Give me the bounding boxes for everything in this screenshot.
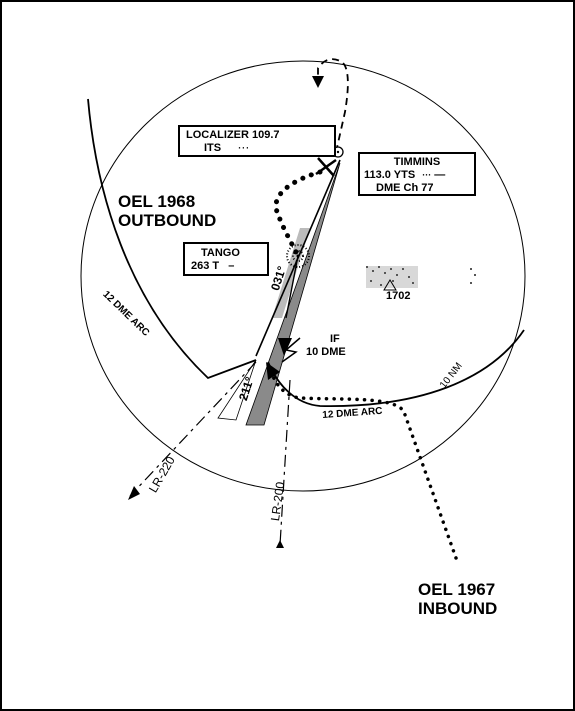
timmins-vor-box: TIMMINS 113.0 YTS ··· — DME Ch 77 (358, 152, 476, 196)
spot-elevation-symbol (383, 279, 397, 291)
timmins-name: TIMMINS (393, 156, 441, 168)
lr220-arrow (128, 486, 140, 500)
morse-code-icon: ··· (422, 170, 432, 180)
inbound-arrow (266, 362, 280, 380)
dash-icon: – (228, 260, 235, 272)
inbound-label-line1: OEL 1967 (418, 580, 496, 599)
if-label: IF 10 DME (306, 333, 346, 359)
outbound-label-line2: OUTBOUND (118, 211, 217, 230)
spot-elevation-label: 1702 (386, 290, 411, 302)
if-label-line1: IF (330, 333, 340, 345)
oel1967-inbound-route (270, 372, 458, 560)
inbound-label: OEL 1967 INBOUND (418, 580, 497, 618)
localizer-frequency: LOCALIZER 109.7 (186, 129, 280, 141)
timmins-dme-channel: DME Ch 77 (376, 182, 434, 194)
tango-frequency: 263 T (191, 260, 220, 272)
outbound-label-line1: OEL 1968 (118, 192, 196, 211)
if-fix-symbol (281, 337, 301, 363)
localizer-back-wedge (217, 359, 257, 421)
lr220-radial (129, 361, 257, 497)
tango-ndb-symbol (286, 244, 310, 268)
tango-name: TANGO (201, 247, 240, 259)
tango-ndb-box: TANGO 263 T – (183, 242, 269, 276)
outbound-label: OEL 1968 OUTBOUND (118, 192, 216, 230)
morse-code-icon: ··· (238, 143, 251, 153)
dme-arc-left (87, 98, 257, 380)
outbound-arrow (278, 338, 292, 356)
if-label-line2: 10 DME (306, 346, 346, 358)
localizer-ident: ITS (204, 142, 222, 154)
oel1968-outbound-route (273, 169, 323, 259)
range-ring-10nm (80, 60, 526, 492)
missed-approach-arrow (312, 76, 324, 88)
missed-approach-track (317, 58, 349, 153)
terrain-stipple (366, 266, 476, 288)
localizer-course-wedge (245, 162, 341, 426)
dme-arc-bottom (267, 329, 525, 407)
dash-icon: — (434, 169, 446, 181)
lr200-arrow (276, 540, 284, 548)
timmins-frequency: 113.0 YTS (364, 169, 416, 181)
localizer-info-box: LOCALIZER 109.7 ITS ··· (178, 125, 336, 157)
lr200-radial (279, 379, 291, 546)
inbound-label-line2: INBOUND (418, 599, 498, 618)
